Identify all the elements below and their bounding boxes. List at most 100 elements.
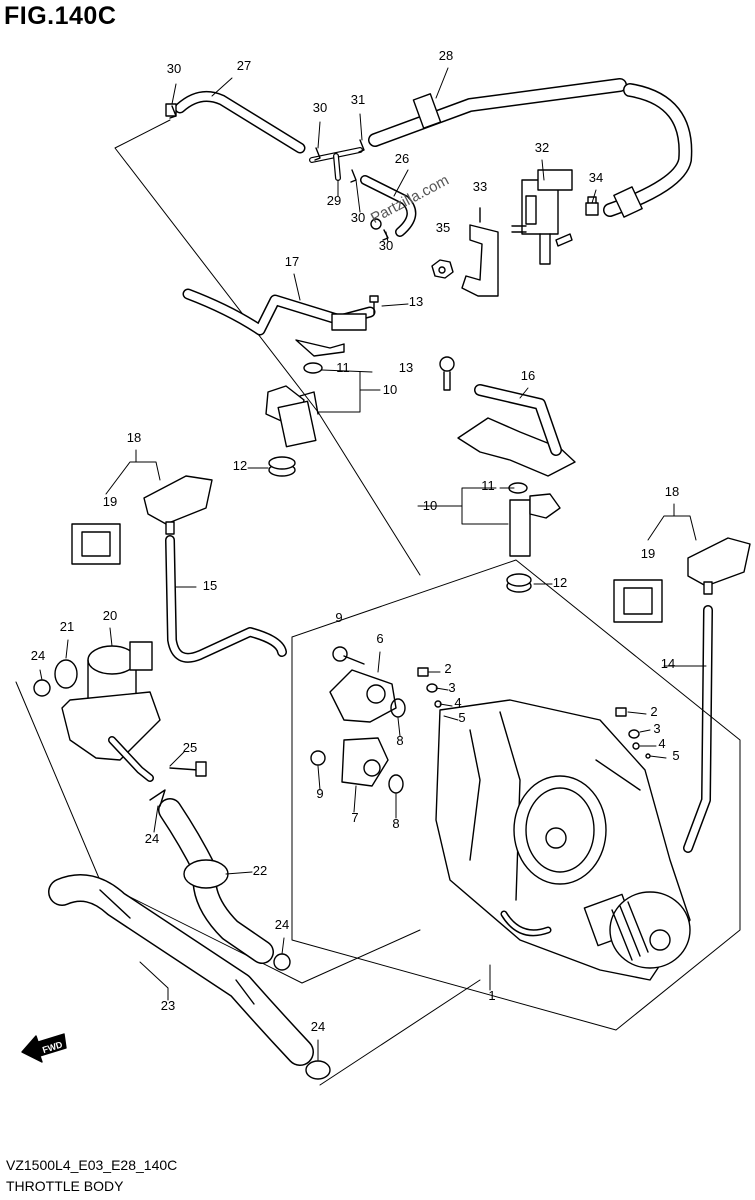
screw-13a[interactable] (369, 295, 379, 315)
callout-c16: 16 (521, 368, 535, 383)
model-code: VZ1500L4_E03_E28_140C (6, 1157, 178, 1173)
callout-c24c: 24 (275, 917, 289, 932)
fuel-injector-10b[interactable] (508, 482, 561, 557)
callout-c9b: 9 (316, 786, 323, 801)
callout-c8b: 8 (392, 816, 399, 831)
callout-c3a: 3 (448, 680, 455, 695)
callout-c18a: 18 (127, 430, 141, 445)
callout-c28: 28 (439, 48, 453, 63)
callout-c11b: 11 (481, 478, 495, 493)
callout-c21: 21 (60, 619, 74, 634)
hose-26[interactable] (360, 175, 417, 237)
nut-35[interactable] (431, 259, 454, 279)
callout-c7: 7 (351, 810, 358, 825)
callout-c12b: 12 (553, 575, 567, 590)
callout-c19b: 19 (641, 546, 655, 561)
callout-c2b: 2 (650, 704, 657, 719)
callout-c32: 32 (535, 140, 549, 155)
seal-12a[interactable] (268, 456, 296, 477)
callout-c31: 31 (351, 92, 365, 107)
bolt-25[interactable] (169, 761, 207, 777)
clamp-30a[interactable] (169, 105, 177, 119)
vacuum-hose-14[interactable] (683, 605, 713, 853)
callout-c35: 35 (436, 220, 450, 235)
idle-control-valve-20[interactable] (61, 641, 161, 782)
callout-c1: 1 (488, 988, 495, 1003)
callout-c19a: 19 (103, 494, 117, 509)
callout-c22: 22 (253, 863, 267, 878)
callout-c13a: 13 (409, 294, 423, 309)
callout-c14: 14 (661, 656, 675, 671)
solenoid-valve-32[interactable] (511, 169, 573, 265)
callout-c30c: 30 (351, 210, 365, 225)
screw-9b[interactable] (310, 750, 326, 766)
lower-guide-lines (15, 559, 741, 1086)
callout-c13b: 13 (399, 360, 413, 375)
hose-22[interactable] (158, 798, 274, 964)
clamp-24a[interactable] (33, 679, 51, 697)
callout-c12a: 12 (233, 458, 247, 473)
callout-c27: 27 (237, 58, 251, 73)
clamp-24d[interactable] (305, 1060, 331, 1080)
sensor-cap-19a[interactable] (71, 523, 121, 565)
callout-c34: 34 (589, 170, 603, 185)
callout-c25: 25 (183, 740, 197, 755)
sensor-cap-19b[interactable] (613, 579, 663, 623)
bracket-33[interactable] (461, 207, 499, 297)
fuel-delivery-pipe-16[interactable] (457, 384, 576, 477)
clamp-24b[interactable] (149, 789, 166, 807)
callout-c5b: 5 (672, 748, 679, 763)
fuel-injector-10a[interactable] (265, 362, 323, 448)
vacuum-hose-15[interactable] (165, 535, 287, 663)
callout-c17: 17 (285, 254, 299, 269)
screw-set-2-5b[interactable] (615, 707, 651, 759)
callout-c26: 26 (395, 151, 409, 166)
clamps-30-31[interactable] (314, 139, 389, 241)
screw-13b[interactable] (439, 356, 455, 391)
hose-23[interactable] (48, 874, 314, 1066)
callout-c33: 33 (473, 179, 487, 194)
pressure-sensor-18a[interactable] (143, 475, 213, 535)
o-ring-8a[interactable] (390, 698, 406, 718)
clamp-24c[interactable] (273, 953, 291, 971)
leader-lines (39, 67, 707, 1061)
figure-title: FIG.140C (4, 2, 117, 30)
fuel-delivery-pipe-17[interactable] (182, 288, 376, 357)
callout-c8a: 8 (396, 733, 403, 748)
seal-12b[interactable] (506, 573, 532, 593)
callout-c10b: 10 (423, 498, 437, 513)
section-name: THROTTLE BODY (6, 1178, 124, 1194)
callout-c5a: 5 (458, 710, 465, 725)
callout-c30d: 30 (379, 238, 393, 253)
callout-c15: 15 (203, 578, 217, 593)
bolt-34[interactable] (585, 196, 599, 216)
callout-c24d: 24 (311, 1019, 325, 1034)
callout-c30a: 30 (167, 61, 181, 76)
throttle-position-sensor-7[interactable] (341, 737, 389, 787)
callout-c24a: 24 (31, 648, 45, 663)
pressure-sensor-18b[interactable] (687, 537, 751, 595)
hose-27[interactable] (165, 90, 306, 154)
fwd-arrow-icon: FWD (21, 1033, 67, 1063)
throttle-position-sensor-6[interactable] (329, 669, 397, 723)
callout-c9a: 9 (335, 610, 342, 625)
callout-c18b: 18 (665, 484, 679, 499)
callout-c4b: 4 (658, 736, 665, 751)
callout-c11a: 11 (336, 360, 350, 375)
callout-c24b: 24 (145, 831, 159, 846)
callout-c10a: 10 (383, 382, 397, 397)
callout-c3b: 3 (653, 721, 660, 736)
o-ring-21[interactable] (54, 659, 78, 689)
callout-c20: 20 (103, 608, 117, 623)
throttle-body-1[interactable] (435, 699, 691, 981)
callout-c4a: 4 (454, 695, 461, 710)
o-ring-8b[interactable] (388, 774, 404, 794)
callout-c23: 23 (161, 998, 175, 1013)
callout-c29: 29 (327, 193, 341, 208)
callout-c6: 6 (376, 631, 383, 646)
hose-28[interactable] (368, 78, 693, 218)
screw-9a[interactable] (332, 646, 365, 665)
callout-c30b: 30 (313, 100, 327, 115)
